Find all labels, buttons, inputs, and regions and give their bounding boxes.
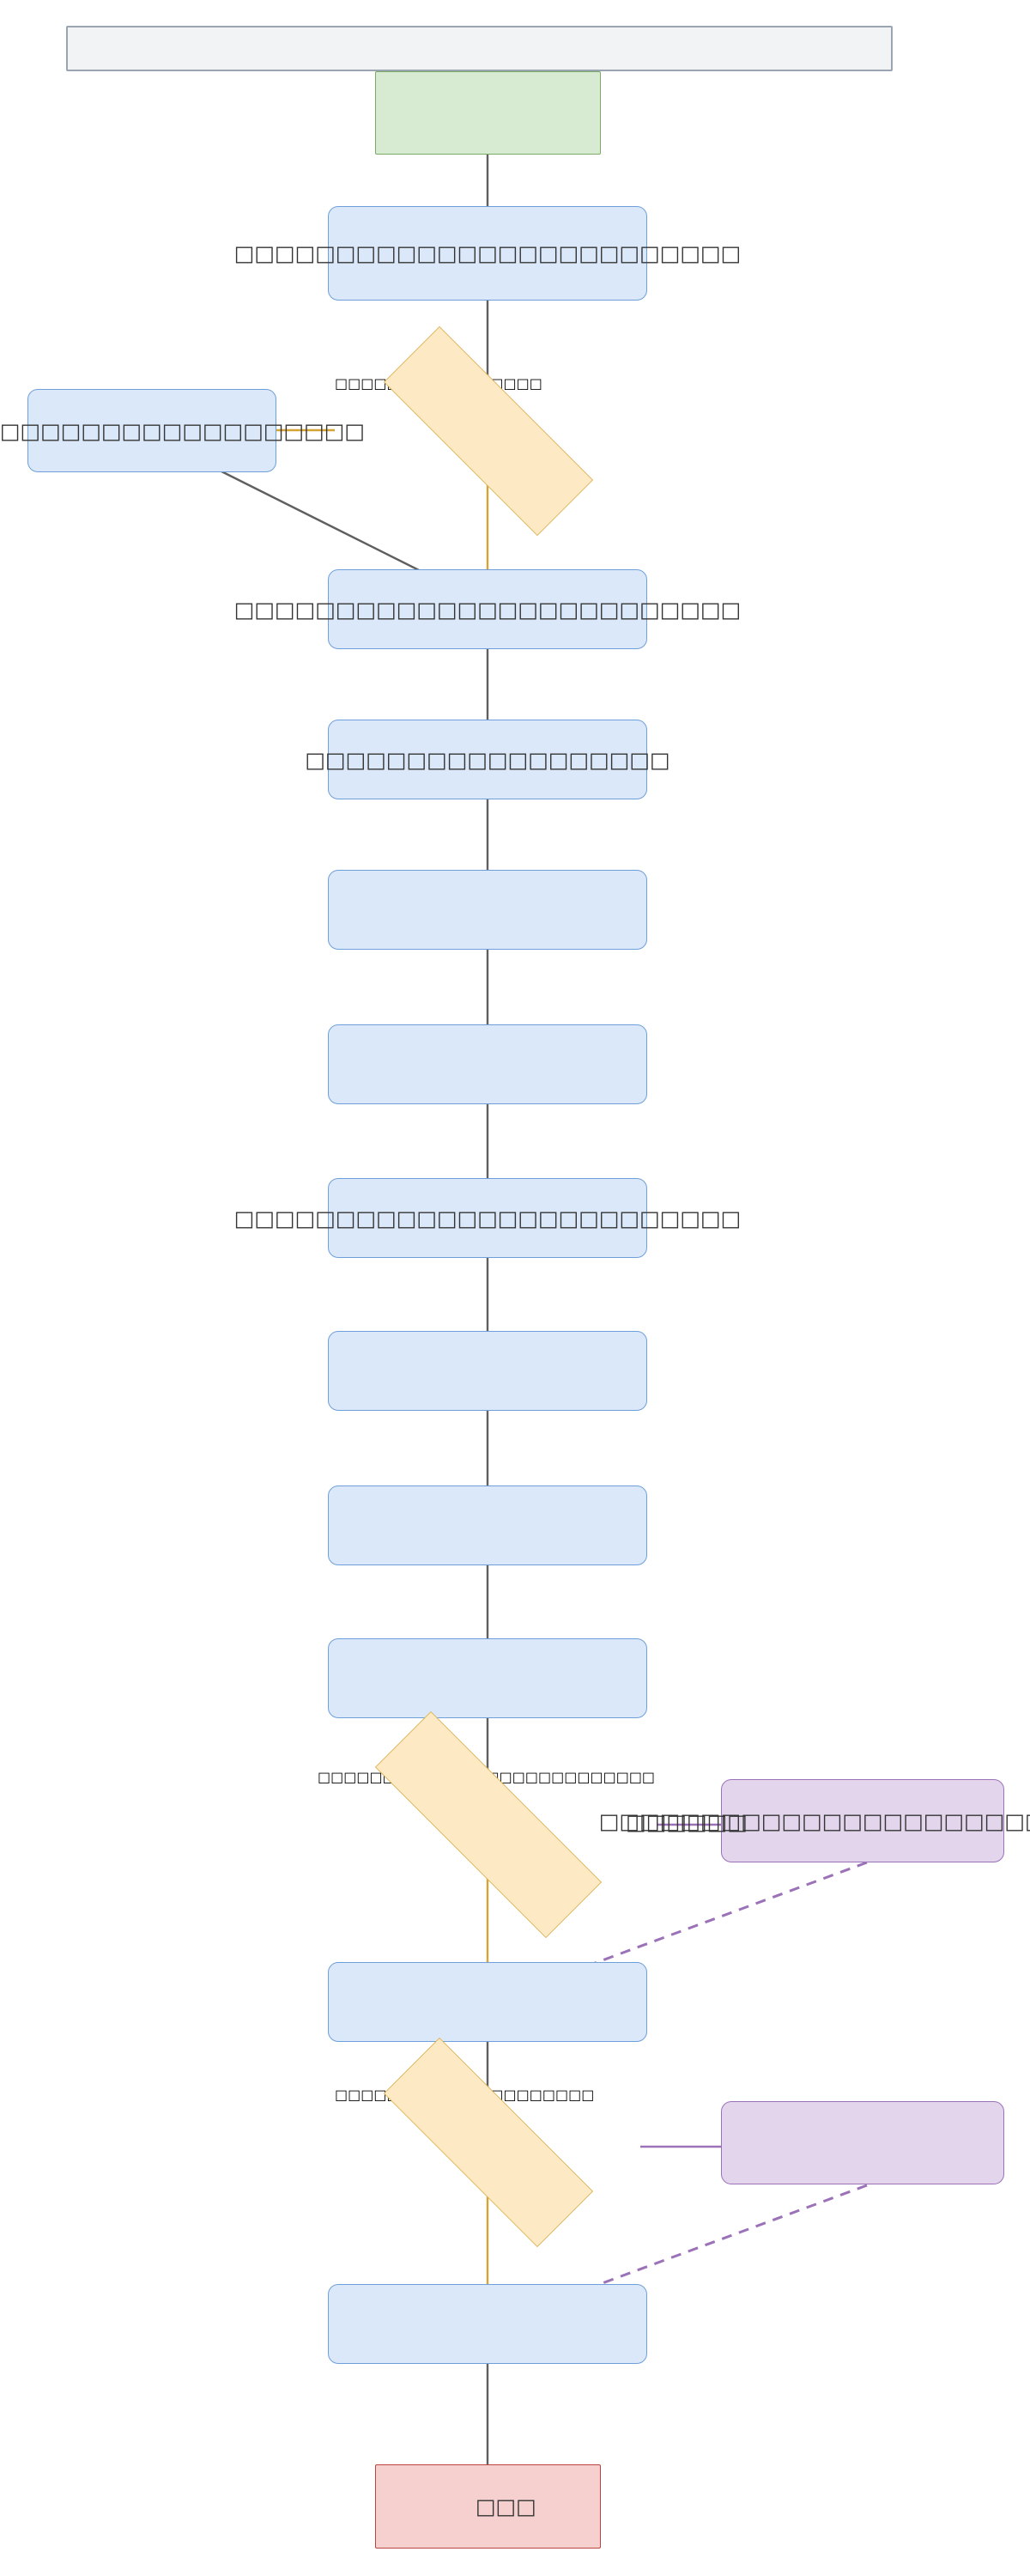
decision-2-shape [375, 1711, 602, 1938]
top-banner [66, 26, 893, 71]
node-process-2-label: □□□□□□□□□□□□□□□□□□□□□□□□□ [233, 597, 742, 622]
decision-3-shape [384, 2038, 593, 2247]
node-decision-1[interactable]: □□□□□□□□□□□□□□□□ [335, 326, 640, 536]
node-subprocess-2[interactable] [721, 2101, 1004, 2184]
node-decision-3[interactable]: □□□□□□□□□□□□□□□□□□□□ [335, 2038, 640, 2247]
node-process-3[interactable]: □□□□□□□□□□□□□□□□□□ [305, 720, 670, 799]
node-process-6[interactable]: □□□□□□□□□□□□□□□□□□□□□□□□□ [234, 1178, 741, 1258]
decision-1-shape [384, 326, 593, 536]
node-process-11[interactable] [328, 2284, 647, 2364]
node-process-2[interactable]: □□□□□□□□□□□□□□□□□□□□□□□□□ [234, 569, 741, 649]
node-subprocess-1-label: □□□□□□□□□□□□□□□□□□□□□□□□□□ [598, 1808, 1030, 1833]
node-process-left-label: □□□□□□□□□□□□□□□□□□□□□ [0, 418, 366, 443]
node-process-5[interactable] [328, 1024, 647, 1104]
node-end-label: □□□ [475, 2494, 536, 2519]
node-process-4[interactable] [328, 870, 647, 950]
node-end[interactable]: □□□ [375, 2464, 601, 2549]
node-subprocess-1[interactable]: □□□□□□□□□□□□□□□□□□□□□□□□□□ [599, 1779, 1030, 1862]
node-process-1[interactable]: □□□□□□□□□□□□□□□□□□□□□□□□□ [234, 206, 741, 301]
node-process-10[interactable] [328, 1962, 647, 2042]
node-start[interactable] [375, 71, 601, 155]
node-process-6-label: □□□□□□□□□□□□□□□□□□□□□□□□□ [233, 1206, 742, 1230]
node-process-8[interactable] [328, 1485, 647, 1565]
edge-label-d2-sp1: □□□□□□ [626, 1809, 748, 1835]
node-process-left[interactable]: □□□□□□□□□□□□□□□□□□□□□ [0, 389, 365, 472]
node-process-1-label: □□□□□□□□□□□□□□□□□□□□□□□□□ [233, 240, 742, 266]
node-process-9[interactable] [328, 1638, 647, 1718]
node-decision-2[interactable]: □□□□□□□□□□□□□□□□□□□□□□□□□□ [318, 1711, 657, 1938]
node-process-3-label: □□□□□□□□□□□□□□□□□□ [305, 747, 670, 772]
node-process-7[interactable] [328, 1331, 647, 1411]
